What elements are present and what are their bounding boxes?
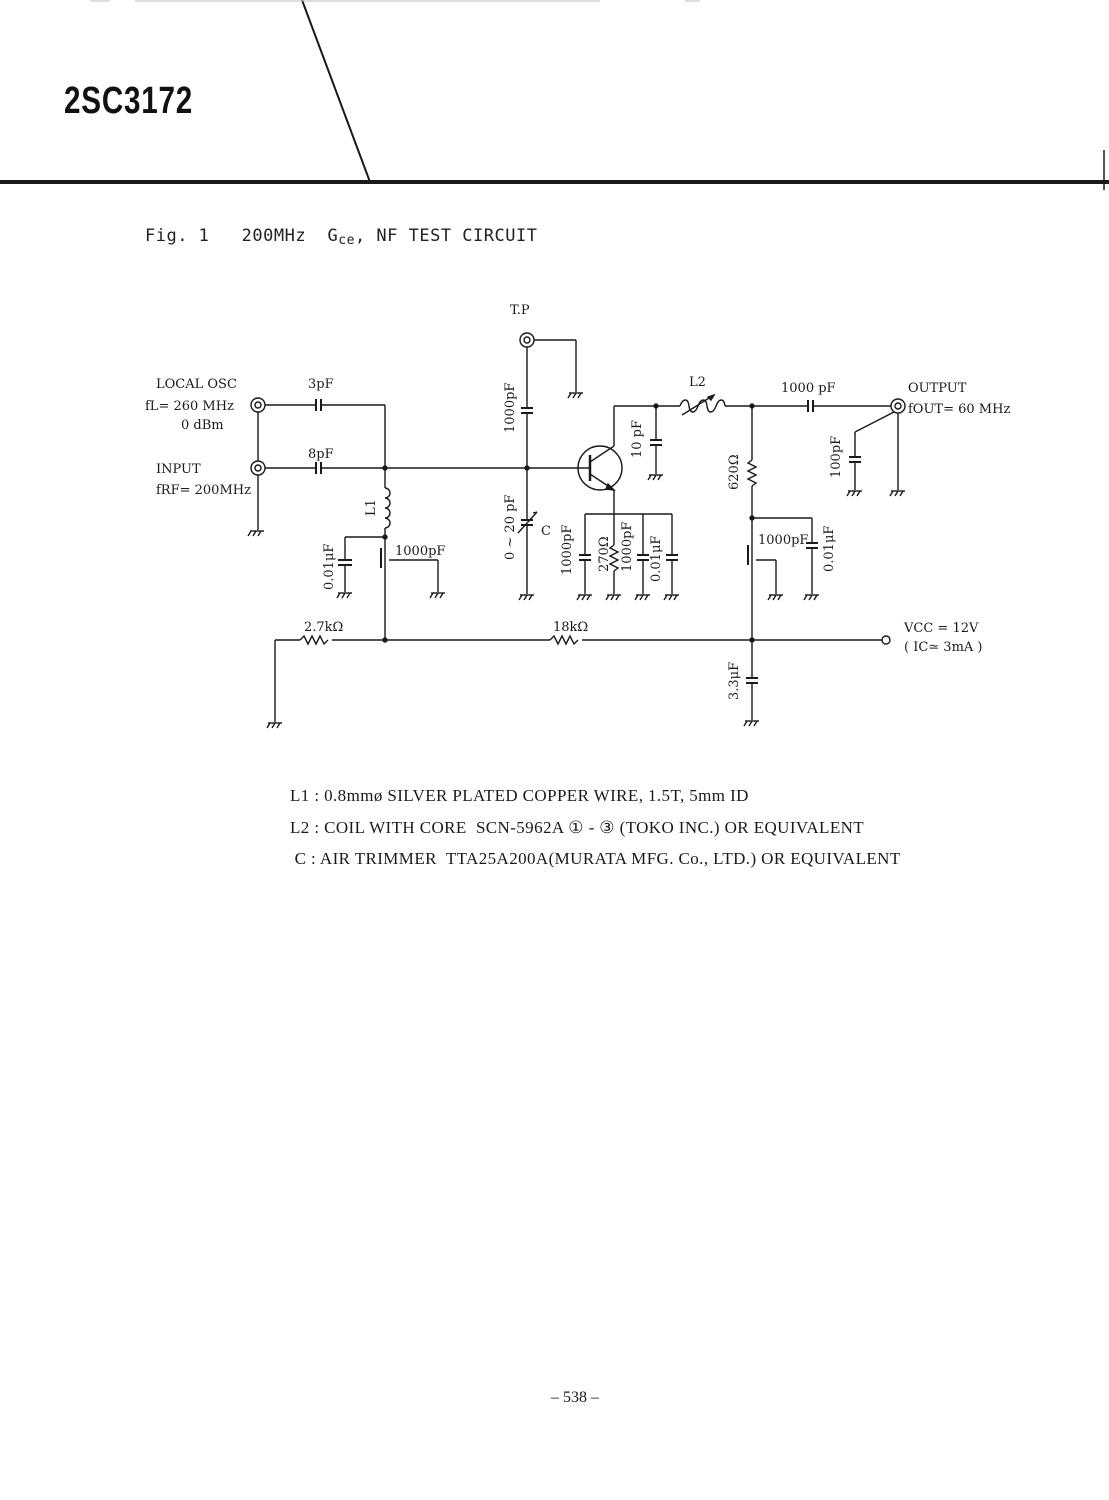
header-diagonal: [301, 0, 371, 183]
trimmer-name-label: C: [541, 524, 551, 539]
output-freq: fOUT= 60 MHz: [908, 402, 1010, 417]
l2-label: L2: [689, 375, 706, 390]
header-frame: [0, 0, 1109, 190]
output-connector: [890, 398, 906, 414]
l1-label: L1: [364, 499, 379, 516]
ic-label: ( IC≃ 3mA ): [904, 640, 983, 655]
cap-1000pf-emitter2-label: 1000pF: [620, 522, 635, 572]
figure-caption: Fig. 1 200MHz Gce, NF TEST CIRCUIT: [145, 226, 537, 248]
transistor-2sc3172: [577, 445, 623, 491]
circuit-diagram: [247, 332, 906, 729]
l1-coil: [384, 487, 391, 529]
page-number: – 538 –: [551, 1389, 599, 1406]
cap-1000pf-dec-label: 1000pF: [758, 533, 808, 548]
cap-001uf-left-label: 0.01μF: [322, 544, 337, 590]
cap-100pf-label: 100pF: [829, 436, 844, 478]
resistor-18k-label: 18kΩ: [553, 620, 588, 635]
trimmer-label: 0 ~ 20 pF: [503, 495, 518, 560]
cap-1000pf-out-label: 1000 pF: [781, 381, 836, 396]
cap-1000pf-base-label: 1000pF: [503, 383, 518, 433]
note-l2: L2 : COIL WITH CORE SCN-5962A ① - ③ (TOK…: [290, 817, 865, 837]
ground-input: [247, 530, 264, 537]
cap-3pf-label: 3pF: [308, 377, 334, 392]
circuit-labels: T.P LOCAL OSC fL= 260 MHz 0 dBm INPUT fR…: [145, 303, 1010, 700]
figure-frequency: 200MHz: [241, 226, 307, 246]
resistor-18k: [549, 634, 579, 646]
cap-1000pf-emitter-label: 1000pF: [560, 525, 575, 575]
cap-1000pf-left-label: 1000pF: [395, 544, 445, 559]
input-freq: fRF= 200MHz: [156, 483, 251, 498]
resistor-270-label: 270Ω: [597, 536, 612, 572]
local-osc-level: 0 dBm: [181, 418, 224, 433]
figure-gain-subscript: ce: [338, 233, 355, 248]
cap-3-3uf-label: 3.3μF: [727, 662, 742, 700]
resistor-270: [608, 544, 620, 572]
input-connector: [250, 460, 266, 476]
cap-001uf-dec-label: 0.01μF: [822, 526, 837, 572]
cap-10pf-label: 10 pF: [630, 420, 645, 458]
resistor-2-7k-label: 2.7kΩ: [304, 620, 343, 635]
vcc-label: VCC = 12V: [903, 621, 979, 636]
test-point-label: T.P: [510, 303, 530, 318]
note-c: C : AIR TRIMMER TTA25A200A(MURATA MFG. C…: [290, 849, 901, 868]
resistor-2-7k: [299, 634, 329, 646]
local-osc-freq: fL= 260 MHz: [145, 399, 234, 414]
figure-gain-symbol: G: [327, 226, 339, 246]
l2-coil: [679, 399, 726, 413]
local-osc-connector: [250, 397, 266, 413]
resistor-620: [746, 459, 758, 487]
cap-001uf-emitter-label: 0.01μF: [649, 536, 664, 582]
test-point-connector: [519, 332, 535, 348]
resistor-620-label: 620Ω: [727, 454, 742, 490]
component-notes: L1 : 0.8mmø SILVER PLATED COPPER WIRE, 1…: [290, 786, 901, 881]
vcc-terminal: [881, 635, 891, 645]
cap-8pf-label: 8pF: [308, 447, 334, 462]
note-l1: L1 : 0.8mmø SILVER PLATED COPPER WIRE, 1…: [290, 786, 749, 805]
local-osc-label: LOCAL OSC: [156, 377, 237, 392]
output-label: OUTPUT: [908, 381, 967, 396]
figure-label: Fig. 1: [145, 226, 210, 246]
figure-title-rest: , NF TEST CIRCUIT: [354, 226, 538, 246]
input-label: INPUT: [156, 462, 201, 477]
part-number: 2SC3172: [64, 80, 194, 122]
